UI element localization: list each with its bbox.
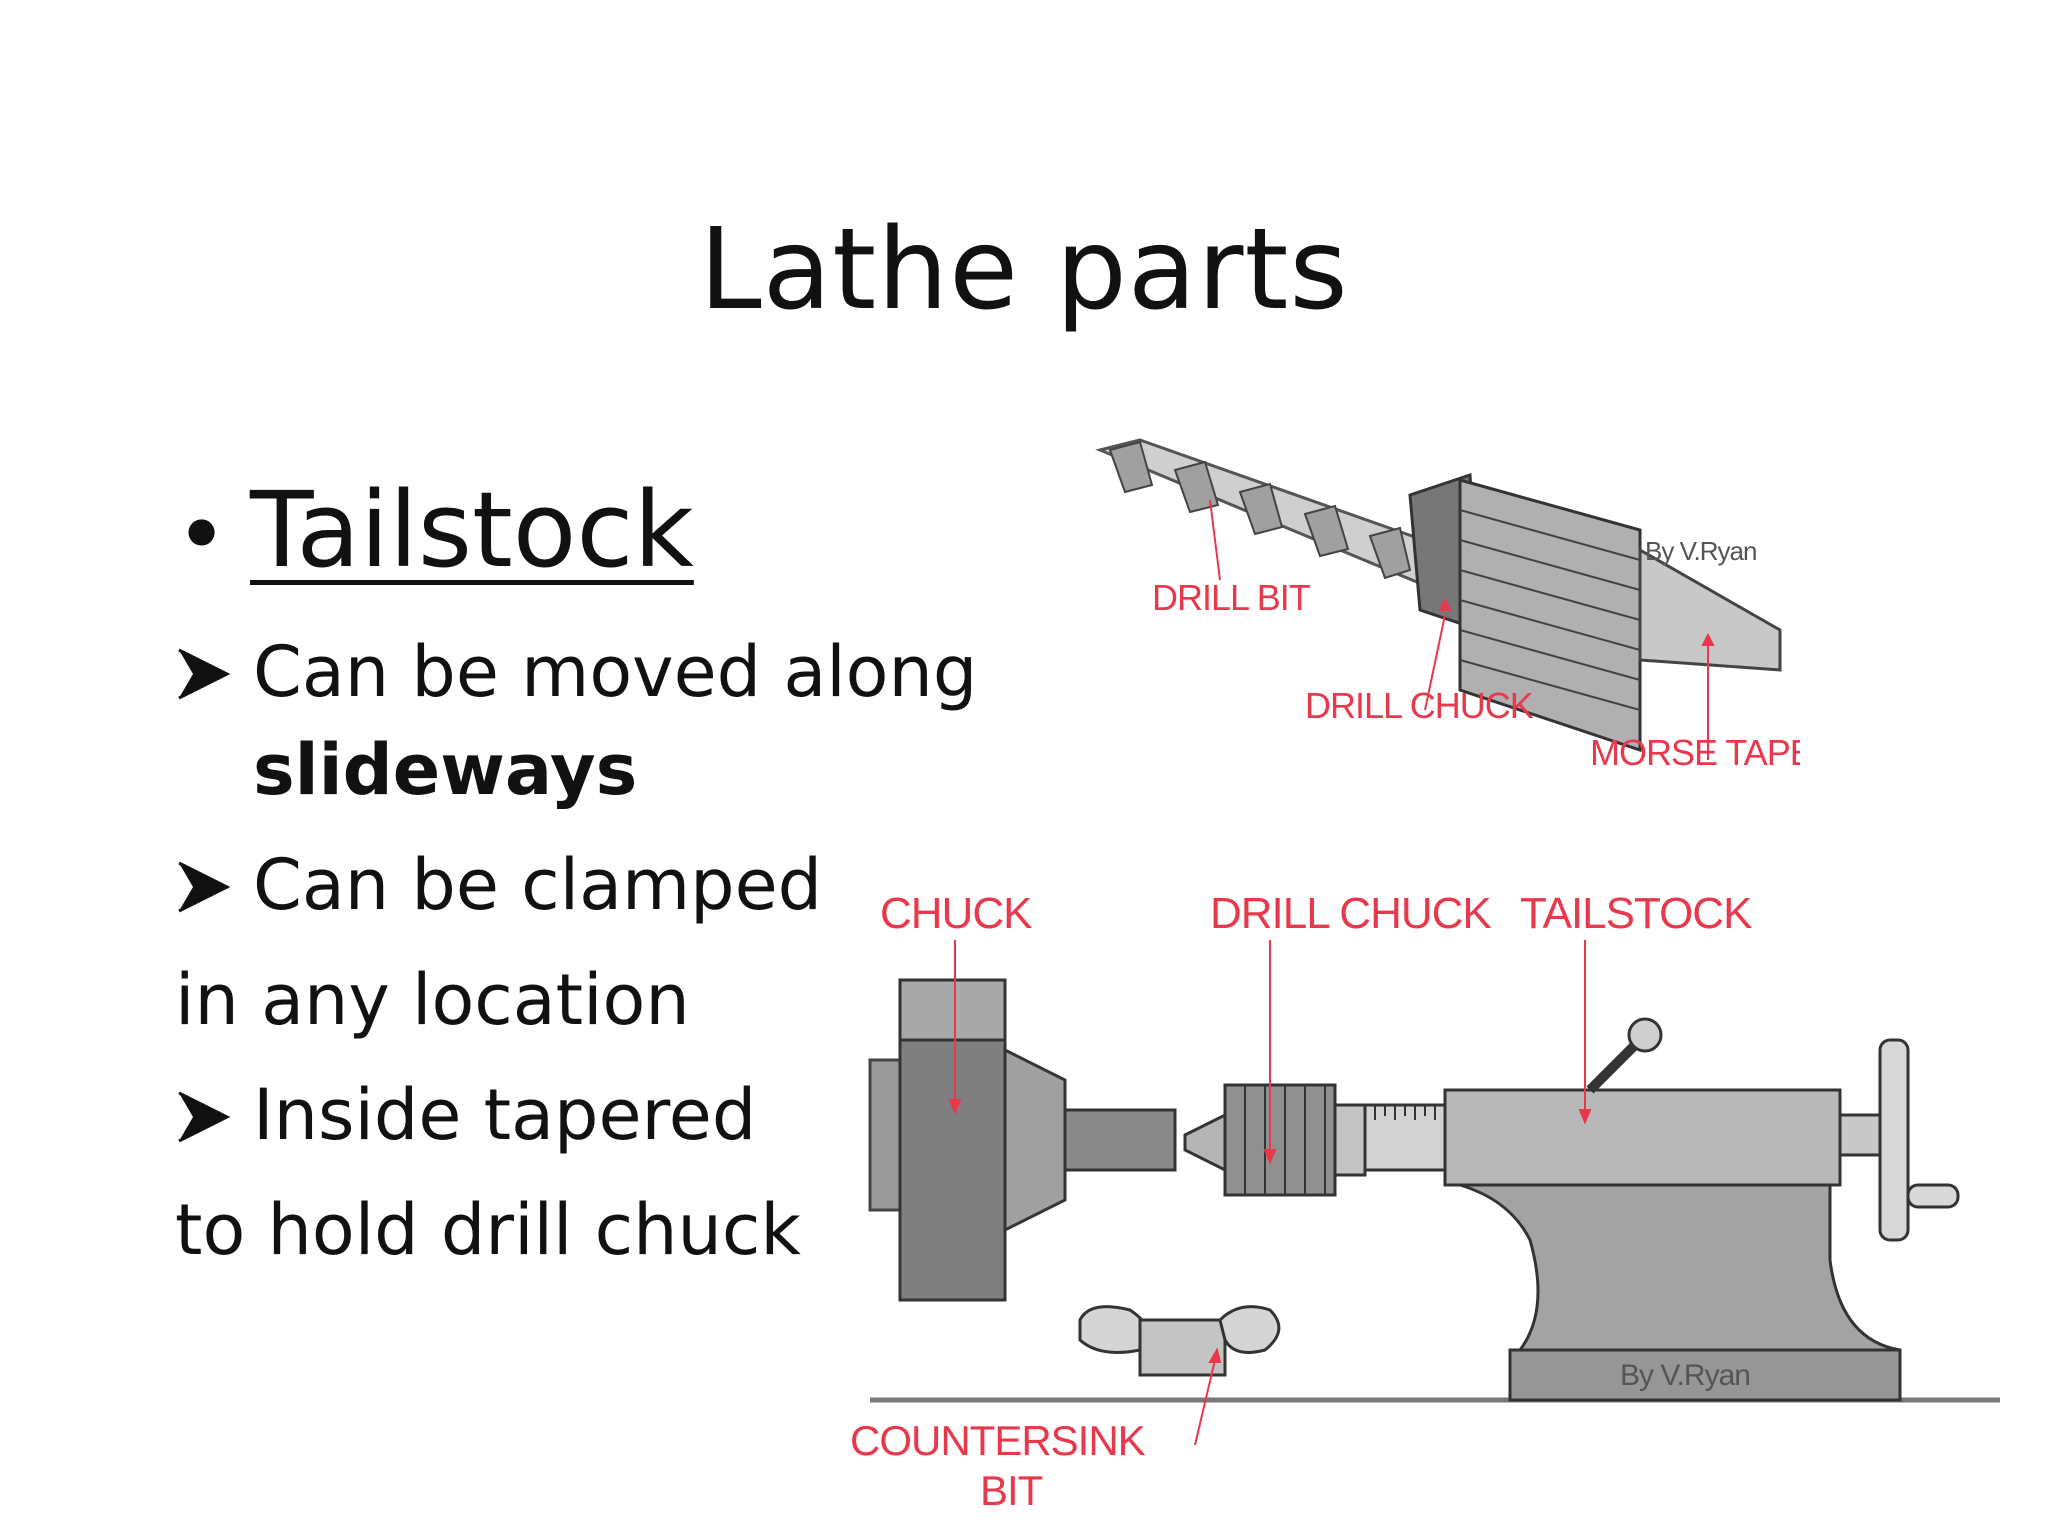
- drill-flutes: [1108, 440, 1412, 580]
- point-2-cont: in any location: [175, 959, 690, 1041]
- arrow-bullet-icon: [175, 632, 253, 712]
- morse-taper-shape: [1638, 547, 1782, 672]
- clamp-lever: [1586, 1036, 1644, 1094]
- drill-chuck-diagram: DRILL BIT DRILL CHUCK MORSE TAPER By V.R…: [1095, 438, 1800, 773]
- point-1-bold: slideways: [253, 729, 638, 811]
- label-drill-bit: DRILL BIT: [1152, 577, 1311, 618]
- drill-tip: [1183, 1112, 1227, 1173]
- label-tailstock: TAILSTOCK: [1520, 889, 1752, 938]
- label-countersink-bit: BIT: [980, 1467, 1043, 1514]
- arrow-bullet-icon: [175, 845, 253, 925]
- label-drill-chuck-top: DRILL CHUCK: [1305, 685, 1534, 726]
- tailstock-base: [1459, 1183, 1902, 1402]
- point-2: Can be clamped: [175, 845, 822, 925]
- bullet-tailstock: • Tailstock: [175, 470, 694, 596]
- point-3-cont: to hold drill chuck: [175, 1189, 801, 1271]
- chuck-back-plate: [868, 1058, 902, 1212]
- handwheel: [1878, 1038, 1910, 1242]
- slide-title: Lathe parts: [699, 205, 1349, 335]
- drill-chuck-shape: [1223, 1083, 1337, 1197]
- label-drill-chuck: DRILL CHUCK: [1210, 889, 1491, 938]
- quill-scale: [1374, 1105, 1446, 1120]
- bullet-dot-icon: •: [175, 483, 229, 588]
- credit-bottom: By V.Ryan: [1620, 1359, 1750, 1392]
- bullet-heading: Tailstock: [250, 469, 694, 591]
- point-1: Can be moved along: [175, 632, 977, 712]
- label-chuck: CHUCK: [880, 889, 1032, 938]
- credit-top: By V.Ryan: [1645, 536, 1756, 566]
- point-3-text: Inside tapered: [253, 1074, 757, 1156]
- chuck-jaws: [1003, 1047, 1067, 1233]
- label-countersink: COUNTERSINK: [850, 1417, 1146, 1464]
- top-pointers: [1209, 499, 1715, 760]
- chuck-knurl-lines: [1459, 509, 1641, 711]
- tailstock-barrel: [1443, 1088, 1842, 1187]
- arrow-bullet-icon: [175, 1075, 253, 1155]
- countersink-bit-shape: [1078, 1305, 1281, 1377]
- bottom-pointers: [948, 940, 1592, 1446]
- point-3: Inside tapered: [175, 1075, 756, 1155]
- workpiece: [1063, 1108, 1177, 1172]
- tailstock-diagram: CHUCK DRILL CHUCK TAILSTOCK COUNTERSINK …: [850, 889, 2000, 1514]
- point-2-text: Can be clamped: [253, 844, 823, 926]
- handwheel-handle: [1906, 1183, 1960, 1209]
- tailstock-foot: [1508, 1348, 1902, 1402]
- point-1-text: Can be moved along: [253, 631, 978, 713]
- label-morse-taper: MORSE TAPER: [1590, 732, 1800, 773]
